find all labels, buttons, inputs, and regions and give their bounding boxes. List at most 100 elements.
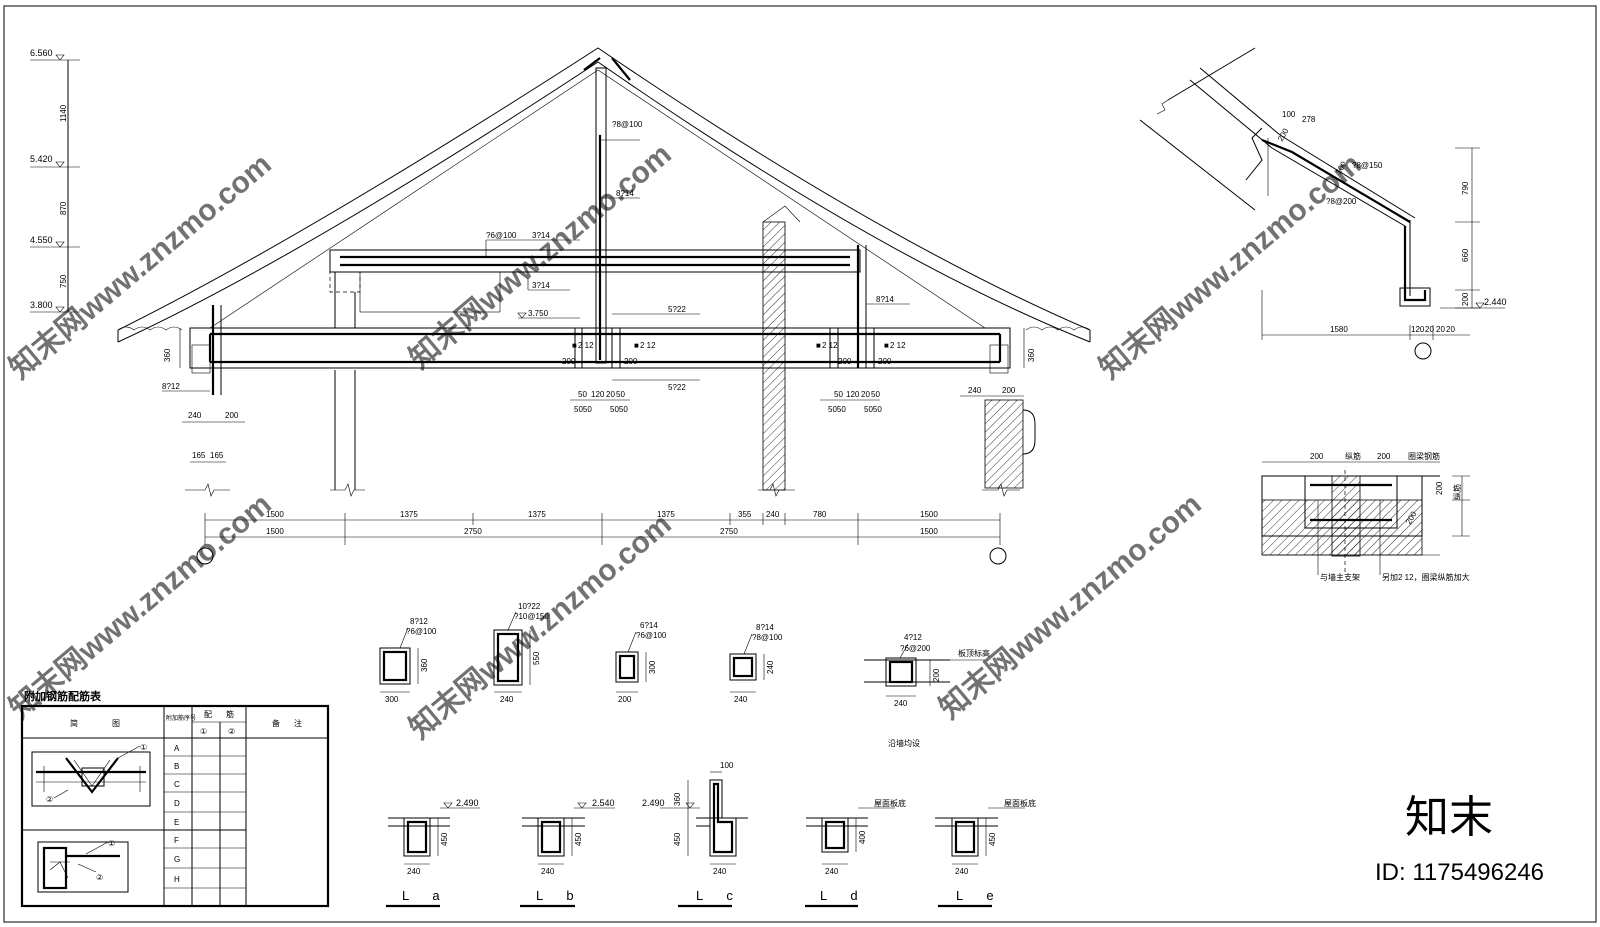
ring-beam-section: 4?12 ?6@200 240 200 板顶标高 沿墙均设 <box>864 633 990 748</box>
eave-dim: 100 <box>1282 110 1296 119</box>
wall-dim: 200 <box>1435 481 1444 495</box>
column-height: 360 <box>420 658 429 672</box>
table-sketch: ① ② <box>31 743 151 807</box>
column-section: 10?22 ?10@150 240 550 <box>493 602 549 704</box>
rebar-label: 5?22 <box>668 383 686 392</box>
wall-dim: 200 <box>1310 452 1324 461</box>
table-row-id: G <box>174 855 180 864</box>
rebar-label: ?6@100 <box>486 231 517 240</box>
table-row-id: B <box>174 762 179 771</box>
beam-height: 450 <box>988 832 997 846</box>
column-stirrup: ?6@100 <box>636 631 667 640</box>
watermark: 知末网www.znzmo.com <box>1093 148 1367 386</box>
column-bars: 6?14 <box>640 621 658 630</box>
eave-dim: 20 <box>1446 325 1455 334</box>
watermark: 知末网www.znzmo.com <box>403 508 677 746</box>
wall-note: 另加2 12，圈梁纵筋加大 <box>1382 572 1470 582</box>
small-dim: 200 <box>624 357 638 366</box>
beam-level: 2.490 <box>642 798 665 808</box>
table-row-id: D <box>174 799 180 808</box>
small-dim: 50 <box>616 390 625 399</box>
table-sketch: ① ② <box>37 839 129 893</box>
span-dim: 2750 <box>464 527 482 536</box>
span-dim: 2750 <box>720 527 738 536</box>
table-row-id: A <box>174 744 180 753</box>
rebar-label: ?8@100 <box>612 120 643 129</box>
beam-section-lb: 2.540 240 450 L b <box>520 798 615 908</box>
beam-level: 屋面板底 <box>1004 798 1036 808</box>
table-header: 配 <box>204 710 212 719</box>
table-row-id: F <box>174 836 179 845</box>
small-dim: 240 <box>968 386 982 395</box>
table-header: 简 <box>70 718 78 728</box>
rebar-label: 2 12 <box>822 341 838 350</box>
watermark: 知末网www.znzmo.com <box>933 488 1207 726</box>
eave-dim: 120 <box>1411 325 1425 334</box>
side-dim: 360 <box>1027 348 1036 362</box>
rebar-table: 附加钢筋配筋表 简 图 附加筋序号 配 筋 备 注 ① ② A B C D E … <box>20 689 330 908</box>
beam-level: 2.540 <box>592 798 615 808</box>
beam-section-le: 屋面板底 240 450 L e <box>935 798 1036 908</box>
level-ruler: 6.560 5.420 4.550 3.800 1140 870 750 <box>30 48 80 313</box>
beam-level: 2.490 <box>456 798 479 808</box>
level-label: 3.750 <box>528 309 549 318</box>
table-marker: ① <box>108 839 115 848</box>
beam-label: L d <box>820 888 868 903</box>
ring-beam-width: 240 <box>894 699 908 708</box>
rebar-label: 3?14 <box>532 231 550 240</box>
table-title: 附加钢筋配筋表 <box>24 689 102 703</box>
small-dim: 20 <box>861 390 870 399</box>
eave-dim: 200 <box>1461 292 1470 306</box>
small-dim: 50 <box>578 390 587 399</box>
small-dim: 120 <box>591 390 605 399</box>
beam-height: 400 <box>858 830 867 844</box>
rebar-label: 2 12 <box>640 341 656 350</box>
span-dim: 355 <box>738 510 752 519</box>
small-dim: 5050 <box>864 405 882 414</box>
small-dim: 240 <box>188 411 202 420</box>
table-row-id: H <box>174 875 180 884</box>
table-subheader: ① <box>200 727 207 736</box>
axis-bubble <box>989 547 1007 565</box>
hatch-mark: ■ <box>884 341 889 350</box>
column-width: 200 <box>618 695 632 704</box>
rebar-label: 8?12 <box>162 382 180 391</box>
span-dim: 1375 <box>528 510 546 519</box>
span-dim: 1500 <box>920 527 938 536</box>
hatch-mark: ■ <box>572 341 577 350</box>
level-dim: 750 <box>59 274 68 288</box>
column-height: 550 <box>532 651 541 665</box>
beam-sections: 2.490 240 450 L a 2.540 240 450 L b <box>386 761 1036 908</box>
table-marker: ② <box>46 795 53 804</box>
table-header: 筋 <box>226 709 234 719</box>
column-height: 300 <box>648 660 657 674</box>
eave-dim: 20 <box>1436 325 1445 334</box>
column-bars: 8?12 <box>410 617 428 626</box>
table-marker: ② <box>96 873 103 882</box>
span-dim: 1500 <box>920 510 938 519</box>
axis-bubble <box>1414 342 1432 360</box>
brand-logo: 知末 <box>1405 793 1493 842</box>
table-header: 注 <box>294 718 302 728</box>
hatch-mark: ■ <box>816 341 821 350</box>
beam-label: L c <box>696 888 743 903</box>
small-dim: 5050 <box>610 405 628 414</box>
wall-label: 纵筋 <box>1345 451 1361 461</box>
rebar-label: 2 12 <box>890 341 906 350</box>
eave-detail: 100 278 200 100 790 660 200 1580 120 20 … <box>1139 47 1507 360</box>
small-dim: 200 <box>225 411 239 420</box>
table-header: 附加筋序号 <box>166 714 196 722</box>
column-section: 8?14 ?8@100 240 240 <box>729 623 783 704</box>
column-section: 6?14 ?6@100 200 300 <box>615 621 667 704</box>
side-dim: 360 <box>163 348 172 362</box>
column-width: 240 <box>500 695 514 704</box>
column-stirrup: ?10@150 <box>514 612 549 621</box>
beam-section-ld: 屋面板底 240 400 L d <box>805 798 906 908</box>
column-stirrup: ?8@100 <box>752 633 783 642</box>
beam-height: 450 <box>574 832 583 846</box>
span-dim: 780 <box>813 510 827 519</box>
span-dim: 240 <box>766 510 780 519</box>
level-label: 2.440 <box>1484 297 1507 307</box>
column-bars: 8?14 <box>756 623 774 632</box>
